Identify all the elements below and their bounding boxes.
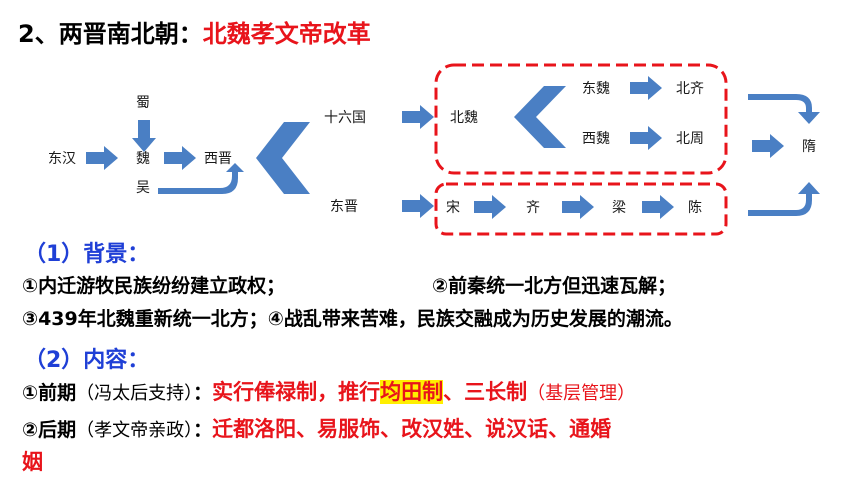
early-colon: ： bbox=[193, 382, 213, 404]
arrow-wei-icon bbox=[164, 146, 196, 170]
late-note: （孝文帝亲政） bbox=[76, 420, 194, 441]
label-wei: 魏 bbox=[136, 151, 150, 167]
early-reform-1: 实行俸禄制，推行 bbox=[212, 380, 381, 404]
late-reform-2: 姻 bbox=[22, 450, 43, 474]
label-song: 宋 bbox=[446, 200, 460, 216]
arrow-dongjin-icon bbox=[402, 194, 434, 218]
title-topic: 北魏孝文帝改革 bbox=[202, 20, 371, 48]
label-shu: 蜀 bbox=[136, 95, 150, 111]
arrow-dongwei-icon bbox=[630, 76, 662, 100]
label-beiwei: 北魏 bbox=[450, 110, 478, 126]
content-early-line: ①前期（冯太后支持）：实行俸禄制，推行均田制、三长制（基层管理） bbox=[22, 376, 635, 406]
split-chevron-2-icon bbox=[514, 86, 566, 148]
arrow-wu-curve-icon bbox=[158, 163, 244, 194]
slide-title: 2、两晋南北朝：北魏孝文帝改革 bbox=[18, 14, 371, 49]
arrow-beizhou-icon bbox=[752, 134, 784, 158]
label-shiliuguo: 十六国 bbox=[324, 110, 366, 126]
arrow-beiqi-curve-icon bbox=[748, 94, 820, 124]
early-reform-sanzhang: 、三长制 bbox=[443, 380, 528, 404]
early-label: ①前期 bbox=[22, 382, 77, 404]
split-chevron-1-icon bbox=[256, 122, 310, 194]
arrow-chen-curve-icon bbox=[748, 182, 820, 216]
label-beizhou: 北周 bbox=[676, 131, 704, 147]
label-donghan: 东汉 bbox=[48, 151, 76, 167]
late-reform-1: 迁都洛阳、易服饰、改汉姓、说汉话、通婚 bbox=[212, 417, 612, 441]
title-prefix: 2、两晋南北朝： bbox=[18, 20, 203, 48]
label-chen: 陈 bbox=[688, 199, 702, 216]
label-xijin: 西晋 bbox=[204, 151, 232, 167]
late-label: ②后期 bbox=[22, 419, 77, 441]
arrow-qi-icon bbox=[562, 195, 594, 219]
content-heading: （2）内容： bbox=[24, 348, 150, 373]
background-item-2: ②前秦统一北方但迅速瓦解； bbox=[432, 275, 677, 297]
label-liang: 梁 bbox=[612, 200, 626, 216]
label-dongwei: 东魏 bbox=[582, 81, 610, 97]
background-item-3: ③439年北魏重新统一北方；④战乱带来苦难，民族交融成为历史发展的潮流。 bbox=[22, 308, 683, 330]
arrow-liang-icon bbox=[642, 195, 674, 219]
label-qi: 齐 bbox=[526, 200, 540, 216]
label-wu: 吴 bbox=[136, 180, 150, 196]
northern-dynasties-box bbox=[434, 63, 728, 175]
arrow-shiliuguo-icon bbox=[402, 105, 434, 129]
arrow-shu-down-icon bbox=[132, 120, 156, 152]
label-dongjin: 东晋 bbox=[330, 199, 358, 215]
arrow-song-icon bbox=[474, 195, 506, 219]
content-late-line: ②后期（孝文帝亲政）：迁都洛阳、易服饰、改汉姓、说汉话、通婚 bbox=[22, 413, 611, 443]
late-colon: ： bbox=[193, 419, 213, 441]
early-reform-note: （基层管理） bbox=[527, 383, 636, 404]
label-sui: 隋 bbox=[802, 139, 816, 155]
background-heading: （1）背景： bbox=[24, 242, 150, 267]
arrow-donghan-icon bbox=[86, 146, 118, 170]
early-note: （冯太后支持） bbox=[76, 383, 194, 404]
arrow-xiwei-icon bbox=[630, 126, 662, 150]
background-item-1: ①内迁游牧民族纷纷建立政权； bbox=[22, 275, 286, 297]
dynasty-flow-diagram: 蜀 东汉 魏 西晋 吴 十六国 东晋 北魏 东魏 北齐 西魏 北周 隋 宋 齐 … bbox=[48, 63, 820, 236]
label-beiqi: 北齐 bbox=[676, 81, 704, 97]
early-reform-juntian: 均田制 bbox=[380, 380, 444, 404]
southern-dynasties-box bbox=[434, 182, 728, 236]
label-xiwei: 西魏 bbox=[582, 131, 610, 147]
